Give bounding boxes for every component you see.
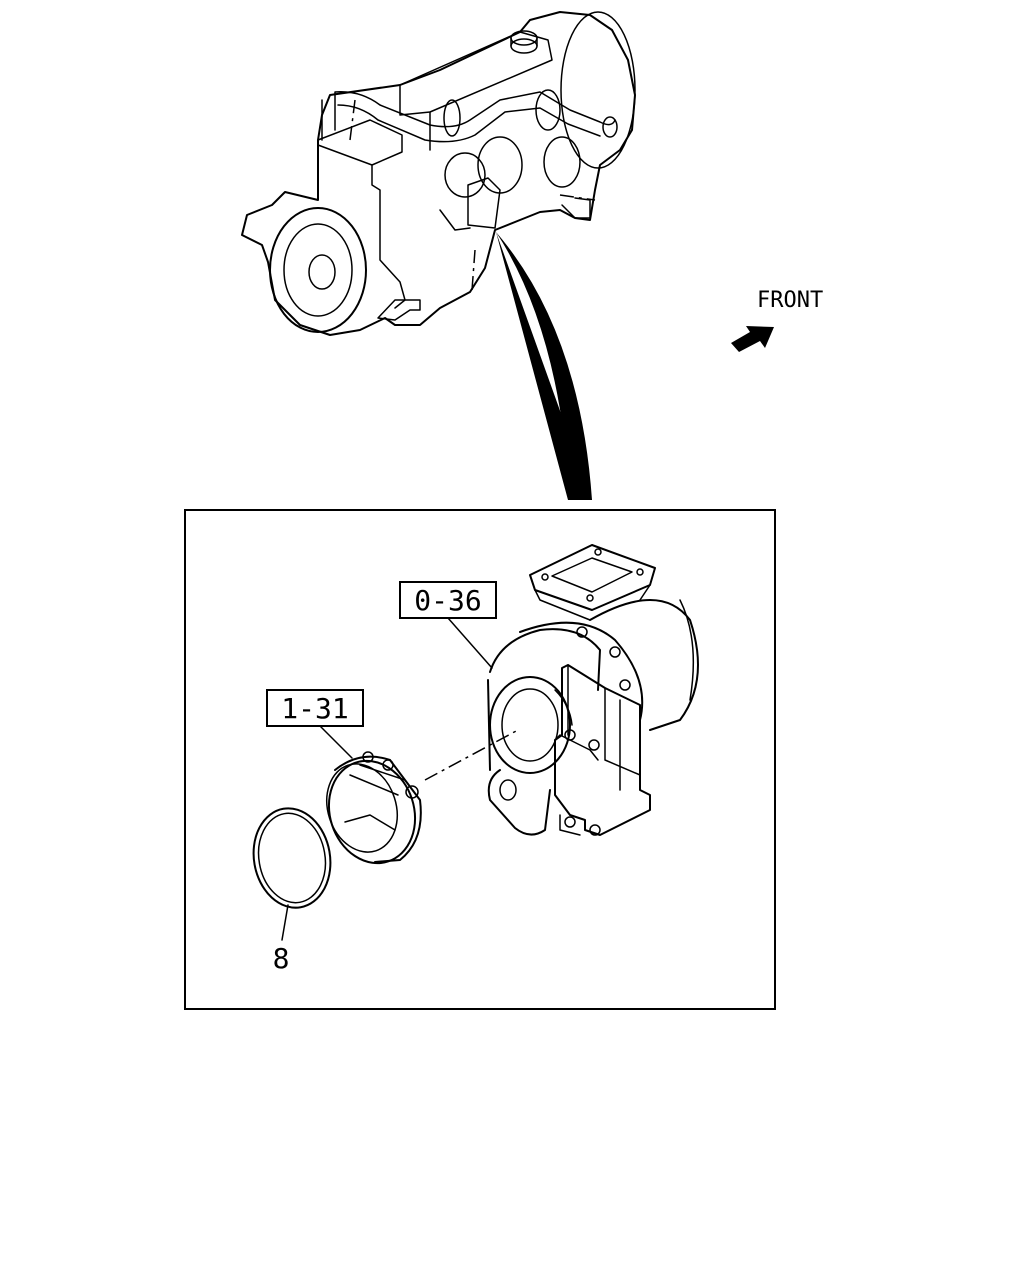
callout-gasket: 8 <box>273 904 290 975</box>
front-label: FRONT <box>757 288 823 313</box>
engine-overview <box>241 11 636 336</box>
front-arrow-icon <box>731 326 774 352</box>
callout-gasket-label: 8 <box>273 942 290 975</box>
gasket-drawing <box>252 807 332 909</box>
detail-frame <box>184 509 776 1010</box>
turbocharger-drawing <box>487 544 699 836</box>
callout-clamp: 1-31 <box>266 689 364 759</box>
callout-clamp-label: 1-31 <box>281 692 348 725</box>
front-indicator: FRONT <box>731 288 823 352</box>
callout-turbocharger-label: 0-36 <box>414 584 481 617</box>
callout-turbocharger: 0-36 <box>399 581 497 669</box>
clamp-drawing <box>326 751 422 865</box>
